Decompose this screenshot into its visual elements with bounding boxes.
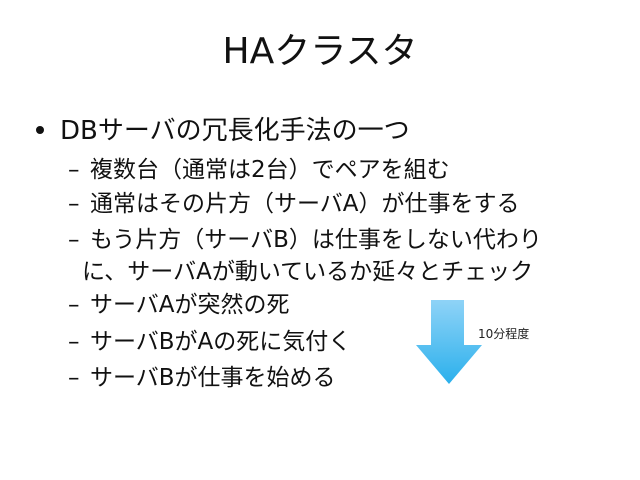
dash-icon: – [68,329,80,355]
sub-bullet: –通常はその片方（サーバA）が仕事をする [68,188,520,220]
sub-bullet-text: サーバAが突然の死 [90,292,290,318]
slide-title: HAクラスタ [222,31,418,72]
sub-bullet-text: もう片方（サーバB）は仕事をしない代わり [90,227,542,253]
dash-icon: – [68,365,80,391]
bullet-dot-icon [36,125,44,134]
sub-bullet: –もう片方（サーバB）は仕事をしない代わり に、サーバAが動いているか延々とチェ… [68,224,542,288]
sub-bullet-text: 通常はその片方（サーバA）が仕事をする [90,191,520,217]
dash-icon: – [68,157,80,183]
dash-icon: – [68,292,80,318]
down-arrow-icon [416,300,482,384]
sub-bullet-text-continued: に、サーバAが動いているか延々とチェック [82,259,534,285]
main-bullet: DBサーバの冗長化手法の一つ [36,114,410,148]
dash-icon: – [68,191,80,217]
main-bullet-text: DBサーバの冗長化手法の一つ [60,116,410,146]
sub-bullet-text: サーバBがAの死に気付く [90,329,352,355]
sub-bullet: –サーバBが仕事を始める [68,362,336,394]
sub-bullet: –複数台（通常は2台）でペアを組む [68,154,450,186]
dash-icon: – [68,227,80,253]
duration-label: 10分程度 [478,327,530,341]
sub-bullet-text: 複数台（通常は2台）でペアを組む [90,157,450,183]
sub-bullet-text: サーバBが仕事を始める [90,365,336,391]
sub-bullet: –サーバBがAの死に気付く [68,326,351,358]
sub-bullet: –サーバAが突然の死 [68,289,290,321]
